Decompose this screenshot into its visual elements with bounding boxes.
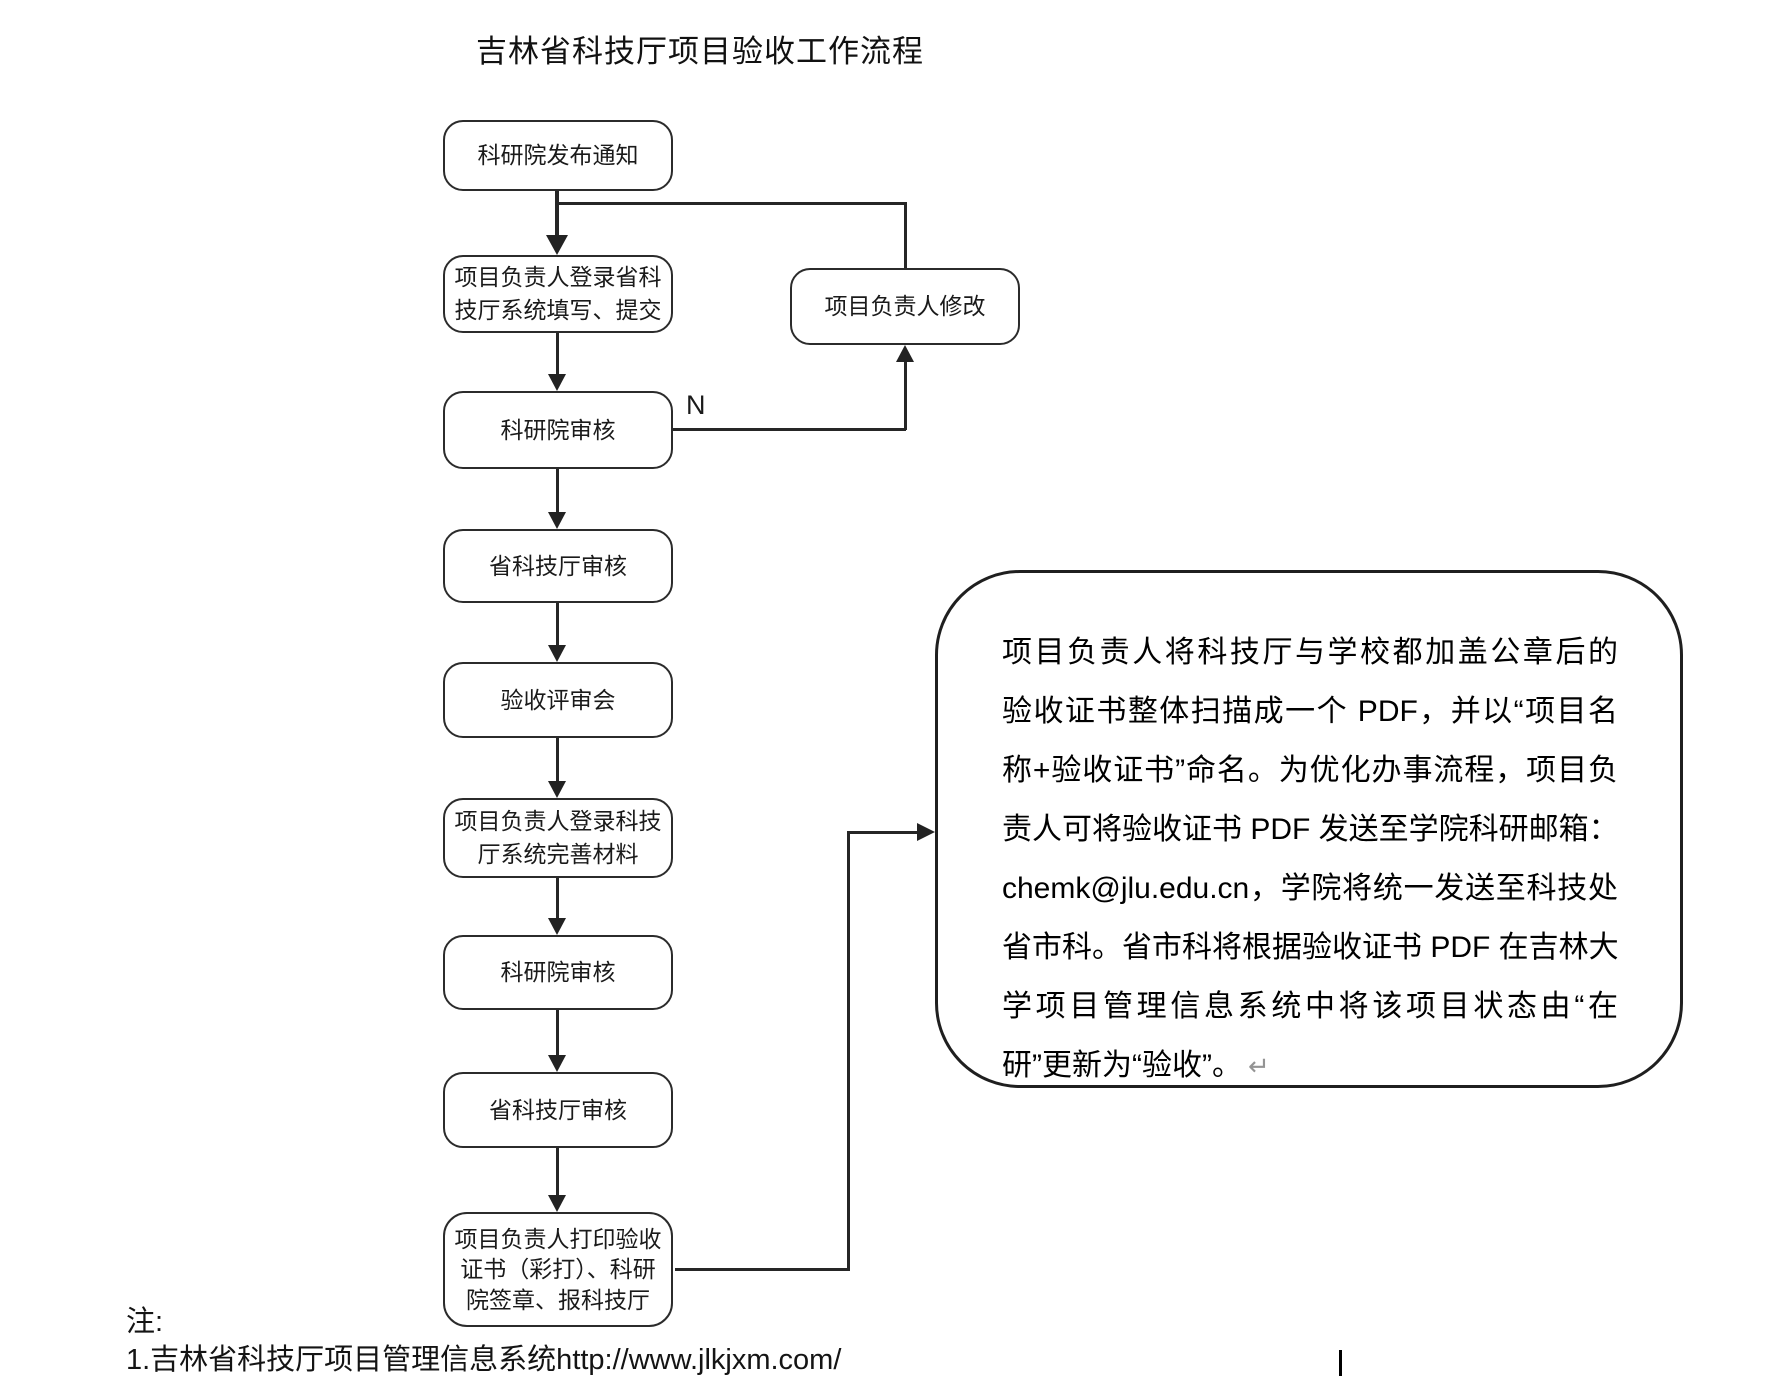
callout-line: 研”更新为“验收”。↵ [1002, 1036, 1618, 1096]
flow-step-publish-notice: 科研院发布通知 [443, 120, 673, 191]
connector-3-4-shaft [556, 469, 559, 514]
arrowhead-down-icon [548, 918, 566, 935]
flow-step-text: 技厅系统填写、提交 [454, 297, 662, 323]
callout-connector-hline-bottom [675, 1268, 849, 1271]
arrowhead-down-icon [548, 512, 566, 529]
connector-1-2-shaft [555, 191, 559, 237]
notes-label: 注: [126, 1306, 164, 1338]
callout-line: 省市科。省市科将根据验收证书 PDF 在吉林大 [1002, 931, 1619, 964]
connector-8-9-shaft [556, 1148, 559, 1197]
flow-step-text: 项目负责人打印验收 [454, 1225, 662, 1252]
callout-line: 责人可将验收证书 PDF 发送至学院科研邮箱： [1002, 813, 1619, 846]
flow-step-text: 科研院审核 [500, 959, 616, 986]
arrowhead-down-icon [546, 235, 568, 255]
branch-n-vline [904, 360, 907, 430]
flow-step-text: 科研院审核 [500, 416, 616, 443]
feedback-return-hline [557, 202, 906, 205]
arrowhead-down-icon [548, 781, 566, 798]
flow-step-institute-review-1: 科研院审核 [443, 391, 673, 469]
flow-step-acceptance-meeting: 验收评审会 [443, 662, 673, 738]
arrowhead-down-icon [548, 645, 566, 662]
page-title: 吉林省科技厅项目验收工作流程 [476, 34, 924, 69]
branch-n-hline [673, 428, 906, 431]
arrowhead-down-icon [548, 374, 566, 391]
callout-line: 称+验收证书”命名。为优化办事流程，项目负 [1002, 754, 1618, 787]
flow-step-provincial-review-1: 省科技厅审核 [443, 529, 673, 603]
flow-step-text: 项目负责人修改 [824, 293, 986, 320]
arrowhead-down-icon [548, 1055, 566, 1072]
flow-step-text: 验收评审会 [500, 686, 616, 713]
flow-step-text: 院签章、报科技厅 [466, 1286, 650, 1313]
flow-step-institute-review-2: 科研院审核 [443, 935, 673, 1010]
flow-step-text: 厅系统完善材料 [477, 841, 639, 867]
callout-line: 学项目管理信息系统中将该项目状态由“在 [1002, 990, 1618, 1023]
carriage-return-icon: ↵ [1247, 1051, 1270, 1081]
callout-connector-vline [847, 831, 850, 1271]
note-item: 1.吉林省科技厅项目管理信息系统http://www.jlkjxm.com/ [126, 1344, 842, 1376]
flow-step-text: 省科技厅审核 [489, 1096, 627, 1123]
connector-7-8-shaft [556, 1010, 559, 1057]
flow-step-modify: 项目负责人修改 [790, 268, 1020, 345]
flow-step-text: 项目负责人登录省科 [454, 264, 662, 291]
flow-step-text: 项目负责人登录科技 [454, 808, 662, 835]
connector-5-6-shaft [556, 738, 559, 783]
flow-step-text: 省科技厅审核 [489, 552, 627, 579]
callout-box: 项目负责人将科技厅与学校都加盖公章后的 验收证书整体扫描成一个 PDF，并以“项… [935, 570, 1683, 1088]
flow-step-text: 科研院发布通知 [477, 142, 639, 169]
flow-step-text: 证书（彩打）、科研 [460, 1256, 656, 1283]
connector-4-5-shaft [556, 603, 559, 647]
callout-connector-hline-top [847, 831, 919, 834]
arrowhead-right-icon [917, 823, 935, 841]
flow-step-complete-materials: 项目负责人登录科技 厅系统完善材料 [443, 798, 673, 878]
flow-step-print-certificate: 项目负责人打印验收 证书（彩打）、科研 院签章、报科技厅 [443, 1212, 673, 1327]
callout-line: 验收证书整体扫描成一个 PDF，并以“项目名 [1002, 695, 1618, 728]
flow-step-provincial-review-2: 省科技厅审核 [443, 1072, 673, 1148]
callout-line-text: 研”更新为“验收”。 [1002, 1049, 1242, 1082]
feedback-return-vline [904, 202, 907, 268]
connector-2-3-shaft [556, 333, 559, 376]
callout-line: chemk@jlu.edu.cn，学院将统一发送至科技处 [1002, 872, 1618, 905]
cursor-tick [1339, 1350, 1342, 1376]
connector-6-7-shaft [556, 878, 559, 920]
arrowhead-down-icon [548, 1195, 566, 1212]
flow-step-fill-submit: 项目负责人登录省科 技厅系统填写、提交 [443, 255, 673, 333]
branch-label-n: N [686, 390, 706, 420]
arrowhead-up-icon [896, 345, 914, 362]
callout-line: 项目负责人将科技厅与学校都加盖公章后的 [1002, 636, 1618, 669]
